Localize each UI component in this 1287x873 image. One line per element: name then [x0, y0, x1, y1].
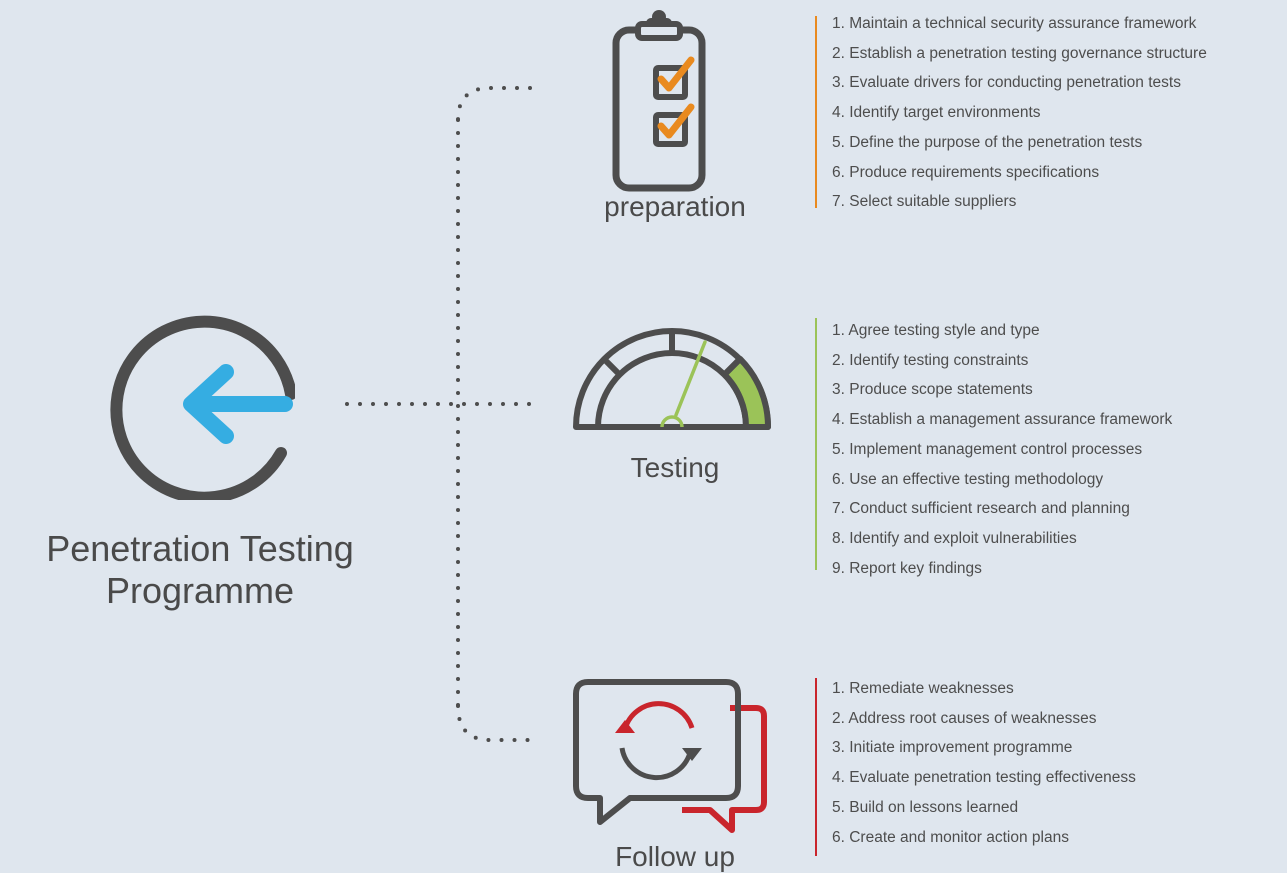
- step-item: 1. Maintain a technical security assuran…: [832, 15, 1197, 32]
- step-item: 9. Report key findings: [832, 559, 982, 577]
- step-item: 4. Establish a management assurance fram…: [832, 411, 1173, 429]
- main-title: Penetration Testing Programme: [0, 528, 400, 612]
- phase-label-testing: Testing: [630, 452, 720, 483]
- step-item: 3. Evaluate drivers for conducting penet…: [832, 74, 1181, 92]
- step-item: 3. Produce scope statements: [832, 381, 1033, 399]
- enter-arrow-circle-icon: [110, 315, 295, 500]
- step-item: 5. Define the purpose of the penetration…: [832, 133, 1143, 151]
- step-item: 1. Agree testing style and type: [832, 322, 1040, 339]
- preparation-accent-bar: [815, 16, 817, 208]
- step-item: 6. Produce requirements specifications: [832, 163, 1100, 181]
- main-title-line-1: Penetration Testing: [46, 528, 354, 569]
- clipboard-checklist-icon: [612, 10, 706, 192]
- step-item: 8. Identify and exploit vulnerabilities: [832, 529, 1077, 547]
- phase-label-followup: Follow up: [615, 841, 735, 872]
- connector-to-preparation: [456, 86, 532, 122]
- step-item: 6. Use an effective testing methodology: [832, 470, 1104, 488]
- step-item: 5. Build on lessons learned: [832, 798, 1019, 816]
- preparation-steps-list: 1. Maintain a technical security assuran…: [820, 9, 1207, 217]
- step-item: 4. Evaluate penetration testing effectiv…: [832, 769, 1136, 787]
- followup-steps-list: 1. Remediate weaknesses 2. Address root c…: [820, 674, 1136, 852]
- step-item: 7. Conduct sufficient research and plann…: [832, 500, 1130, 518]
- chat-refresh-icon: [573, 679, 767, 833]
- step-item: 2. Establish a penetration testing gover…: [832, 44, 1207, 62]
- phase-label-preparation: preparation: [604, 191, 746, 222]
- testing-accent-bar: [815, 318, 817, 570]
- step-item: 4. Identify target environments: [832, 104, 1041, 122]
- main-title-line-2: Programme: [105, 570, 295, 611]
- step-item: 5. Implement management control processe…: [832, 440, 1143, 458]
- gauge-icon: [573, 328, 772, 430]
- step-item: 2. Identify testing constraints: [832, 351, 1029, 369]
- followup-accent-bar: [815, 678, 817, 856]
- step-item: 6. Create and monitor action plans: [832, 828, 1069, 846]
- testing-steps-list: 1. Agree testing style and type 2. Identi…: [820, 316, 1172, 583]
- connector-to-followup: [456, 704, 532, 742]
- step-item: 3. Initiate improvement programme: [832, 739, 1073, 757]
- step-item: 2. Address root causes of weaknesses: [832, 709, 1097, 727]
- step-item: 7. Select suitable suppliers: [832, 193, 1017, 211]
- step-item: 1. Remediate weaknesses: [832, 680, 1014, 697]
